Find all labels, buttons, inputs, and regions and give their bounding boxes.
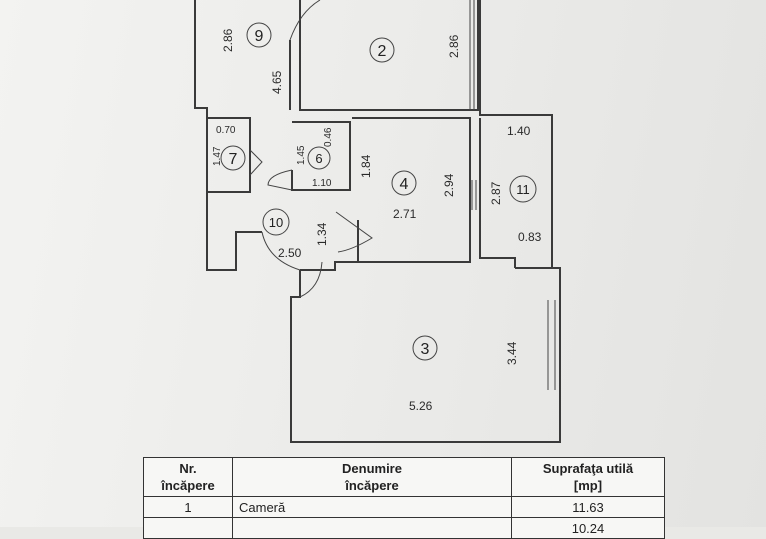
room-badge xyxy=(391,170,417,196)
header-room-nr-text: Nr. încăpere xyxy=(161,461,215,493)
dimension-label: 2.94 xyxy=(442,173,456,197)
dimension-label: 1.45 xyxy=(296,145,307,165)
dimension-label: 1.40 xyxy=(507,124,531,138)
room-9-wall xyxy=(195,40,291,110)
header-room-name: Denumire încăpere xyxy=(232,457,512,497)
room-number: 2 xyxy=(378,43,387,60)
dimension-label: 0.83 xyxy=(518,230,542,244)
cell-room-name xyxy=(232,517,512,539)
corridor-wall xyxy=(300,261,552,271)
header-room-name-text: Denumire încăpere xyxy=(342,461,402,493)
room-number: 7 xyxy=(229,151,238,168)
dimension-label: 5.26 xyxy=(409,399,433,413)
room-11-wall xyxy=(479,118,516,268)
dimension-label: 1.47 xyxy=(212,146,223,166)
paper-background xyxy=(0,0,766,527)
room-badge xyxy=(369,37,395,63)
room-badge xyxy=(307,146,331,170)
door-arc xyxy=(249,149,263,176)
dimension-label: 1.84 xyxy=(359,154,373,178)
room-badge xyxy=(262,208,290,236)
cell-room-nr: 1 xyxy=(143,496,233,518)
dimension-label: 3.44 xyxy=(505,341,519,365)
room-number: 6 xyxy=(315,151,322,166)
room-4-wall xyxy=(352,117,471,263)
room-number: 11 xyxy=(516,182,530,197)
room-number: 10 xyxy=(269,215,283,230)
room-badge xyxy=(220,145,246,171)
window-mark xyxy=(469,0,556,390)
dimension-label: 2.86 xyxy=(221,28,235,52)
table-header-row: Nr. încăpere Denumire încăpere Suprafaţa… xyxy=(143,457,665,497)
room-badge xyxy=(246,22,272,48)
header-area: Suprafaţa utilă [mp] xyxy=(511,457,665,497)
table-row: 10.24 xyxy=(143,517,665,539)
cell-room-nr xyxy=(143,517,233,539)
cell-room-name: Cameră xyxy=(232,496,512,518)
room-number: 4 xyxy=(400,176,409,193)
room-6-wall xyxy=(291,121,351,191)
room-number: 9 xyxy=(255,28,264,45)
dimension-label: 2.86 xyxy=(447,34,461,58)
dimension-label: 0.70 xyxy=(216,125,236,136)
dimension-label: 2.71 xyxy=(393,207,417,221)
room-area-table: Nr. încăpere Denumire încăpere Suprafaţa… xyxy=(143,457,665,539)
cell-area: 10.24 xyxy=(511,517,665,539)
door-arc xyxy=(267,169,293,191)
table-row: 1 Cameră 11.63 xyxy=(143,496,665,518)
dimension-label: 1.10 xyxy=(312,178,332,189)
dimension-label: 2.50 xyxy=(278,246,302,260)
header-area-text: Suprafaţa utilă [mp] xyxy=(542,461,634,493)
room-badge xyxy=(412,335,438,361)
door-arc xyxy=(335,211,373,253)
door-arc xyxy=(289,0,321,41)
dimension-label: 1.34 xyxy=(315,222,329,246)
cell-area: 11.63 xyxy=(511,496,665,518)
header-room-nr: Nr. încăpere xyxy=(143,457,233,497)
room-2-wall xyxy=(299,0,479,111)
dimension-label: 0.46 xyxy=(323,127,334,147)
room-number: 3 xyxy=(421,341,430,358)
room-7-wall xyxy=(207,117,251,193)
dimension-label: 2.87 xyxy=(489,181,503,205)
door-arc xyxy=(261,231,323,298)
dimension-label: 4.65 xyxy=(270,70,284,94)
room-badge xyxy=(509,175,537,203)
outer-wall xyxy=(194,0,561,443)
floor-plan: 9 2 7 6 4 11 10 3 2.86 4.65 2.86 0.70 1.… xyxy=(194,0,561,443)
